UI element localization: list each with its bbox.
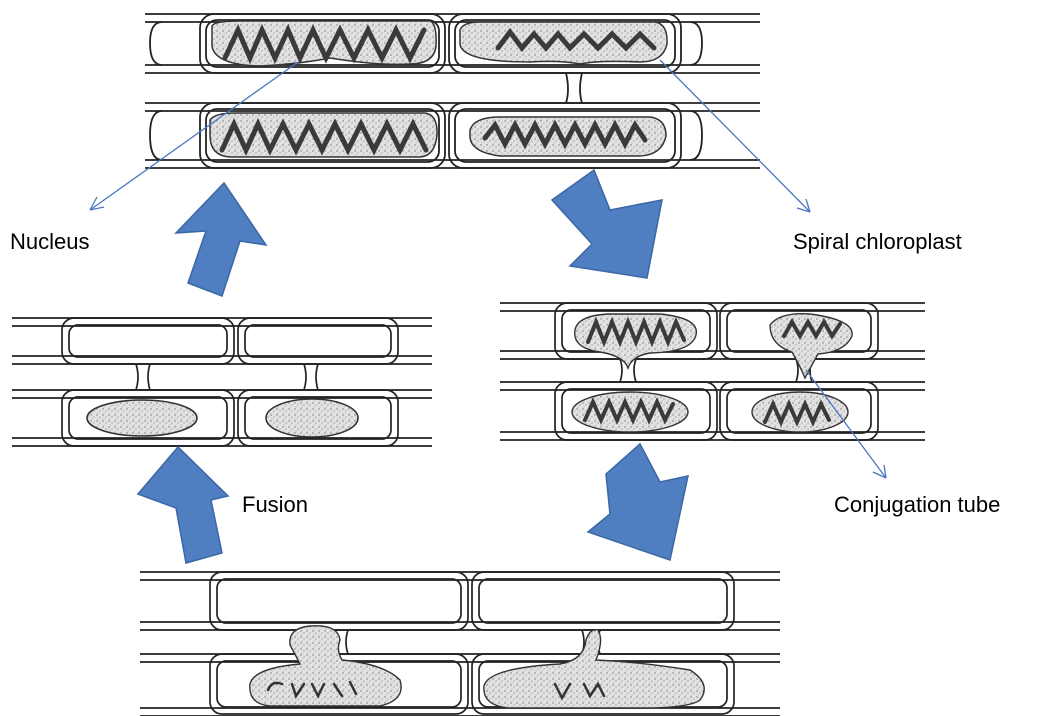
zygospores: [87, 399, 358, 437]
spiral-chloroplast-pointer-line: [660, 60, 810, 212]
nucleus-label: Nucleus: [10, 231, 89, 253]
stage-conjugation-tube: [500, 303, 925, 440]
fusion-label: Fusion: [242, 494, 308, 516]
spiral-chloroplast-label: Spiral chloroplast: [793, 231, 962, 253]
arrow-down-right-top: [552, 170, 662, 278]
arrow-up-left-bottom: [138, 447, 228, 563]
conjugation-tube-label: Conjugation tube: [834, 494, 1000, 516]
stage-fused-zygospores: [12, 318, 432, 446]
arrow-down-right-bottom: [588, 444, 688, 560]
arrow-up-to-top: [176, 183, 266, 296]
cycle-arrows: [138, 170, 688, 563]
